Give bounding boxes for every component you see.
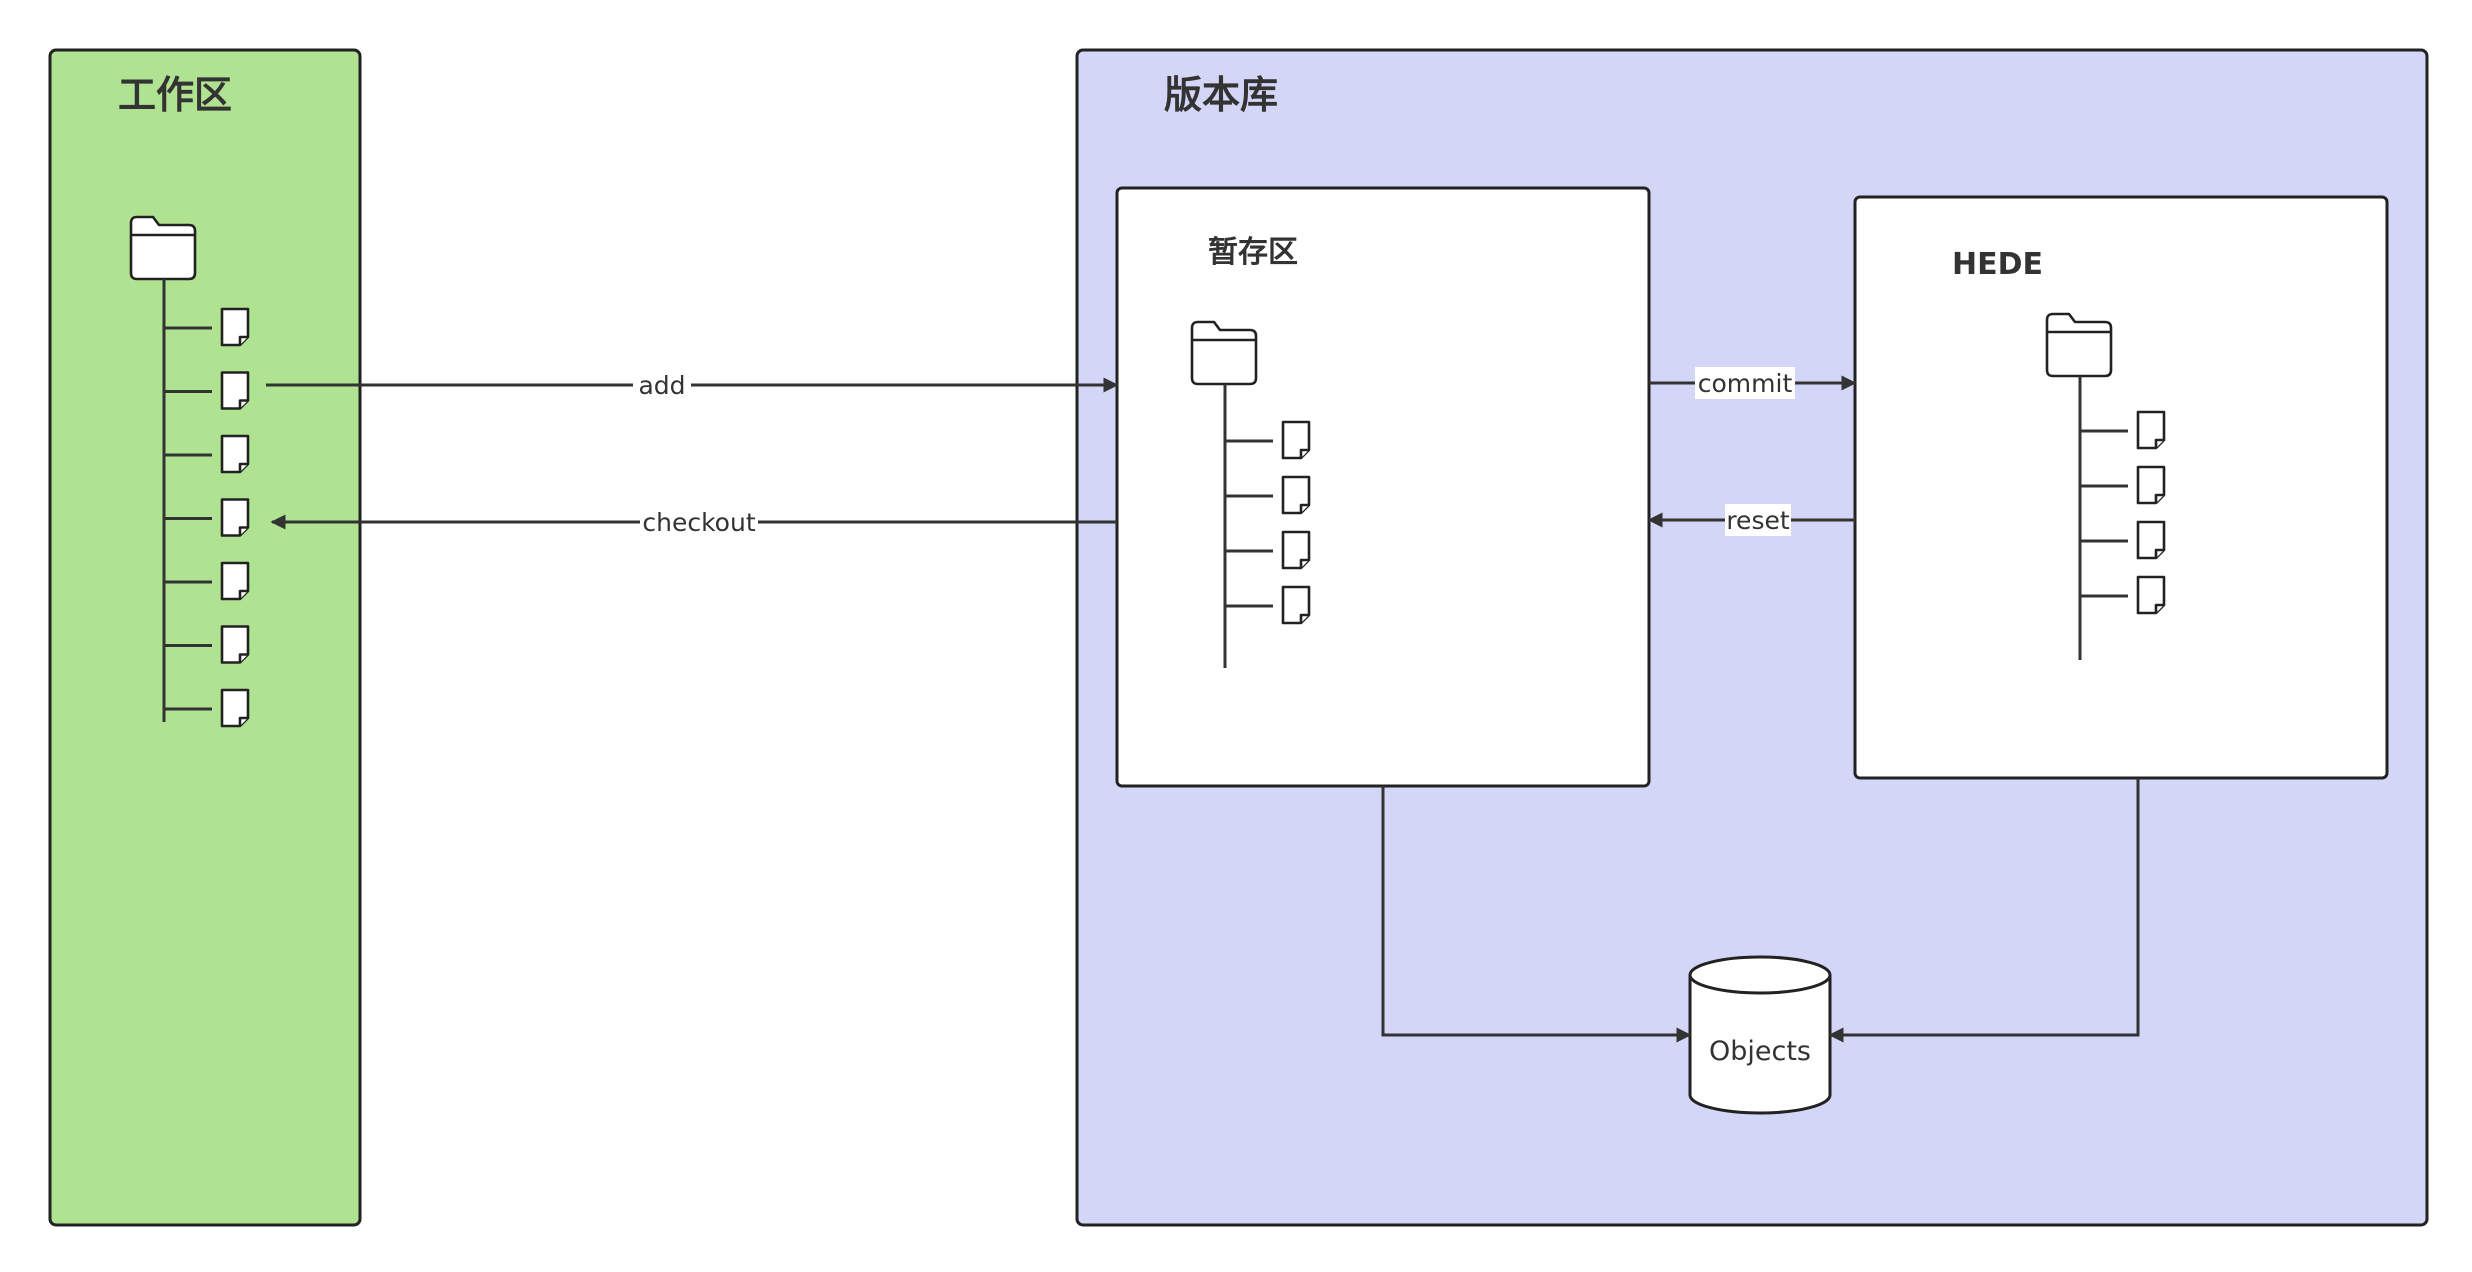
- head-area: HEDE: [1853, 195, 2389, 780]
- file-icon: [1281, 585, 1311, 625]
- commit-label: commit: [1698, 369, 1793, 398]
- file-icon: [220, 561, 250, 601]
- file-icon: [220, 625, 250, 664]
- edges: add checkout commit reset: [266, 367, 2140, 1043]
- head-title: HEDE: [1952, 247, 2043, 282]
- head-file-list: [2080, 410, 2166, 615]
- file-icon: [220, 498, 250, 537]
- add-label: add: [638, 371, 685, 400]
- workspace-file-list: [164, 307, 250, 728]
- file-icon: [2136, 575, 2166, 615]
- file-icon: [220, 371, 250, 410]
- folder-icon: [129, 215, 197, 281]
- staging-file-list: [1225, 420, 1311, 625]
- file-icon: [2136, 520, 2166, 560]
- file-icon: [2136, 465, 2166, 505]
- database-icon: [1688, 975, 1832, 1115]
- file-icon: [2136, 410, 2166, 450]
- staging-title: 暂存区: [1208, 235, 1298, 270]
- checkout-label: checkout: [642, 508, 755, 537]
- file-icon: [220, 434, 250, 474]
- staging-to-objects-arrow: [1381, 786, 1692, 1043]
- objects-database: Objects: [1688, 955, 1832, 1115]
- staging-area: 暂存区: [1115, 186, 1651, 788]
- reset-label: reset: [1726, 506, 1790, 535]
- repository-title: 版本库: [1164, 73, 1278, 117]
- file-icon: [1281, 530, 1311, 570]
- file-icon: [220, 688, 250, 728]
- folder-icon: [2045, 312, 2113, 378]
- file-icon: [1281, 475, 1311, 515]
- workspace-title: 工作区: [118, 73, 232, 117]
- folder-icon: [1190, 320, 1258, 386]
- objects-label: Objects: [1709, 1036, 1811, 1067]
- head-to-objects-arrow: [1828, 778, 2140, 1043]
- file-icon: [220, 307, 250, 347]
- workspace-area: 工作区: [48, 48, 362, 1227]
- repository-area: 版本库 暂存区 HEDE Objects: [1075, 48, 2429, 1227]
- file-icon: [1281, 420, 1311, 460]
